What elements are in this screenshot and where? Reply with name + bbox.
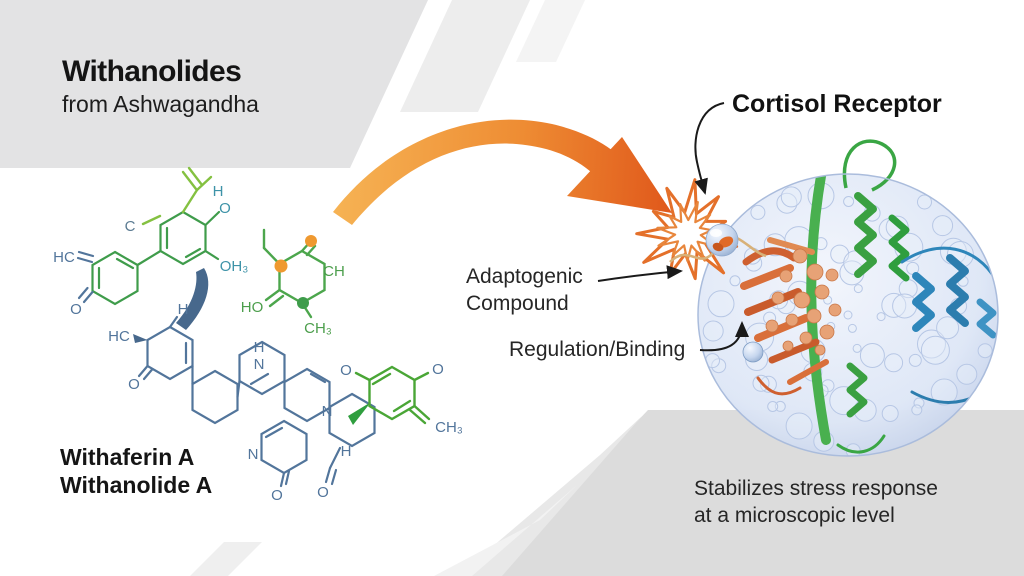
atom-label: O (128, 376, 140, 393)
cortisol-receptor-label: Cortisol Receptor (732, 90, 942, 118)
compound-name-withanolide: Withanolide A (60, 472, 213, 498)
atom-label: C (125, 218, 136, 235)
atom-label: O (271, 487, 283, 504)
top-diagonal-stripe-1 (400, 0, 530, 112)
green-helix-1 (854, 192, 877, 278)
atom-label: O (340, 362, 352, 379)
atom-label: N (248, 446, 259, 463)
blue-connector-loop-1 (900, 246, 998, 282)
regulation-arrow (699, 321, 749, 352)
blue-ring-6 (328, 392, 376, 448)
binding-starburst-inner (656, 201, 717, 262)
adaptogenic-label-line2: Compound (466, 292, 569, 315)
atom-label: CH (323, 263, 345, 280)
stereo-wedge-bond (176, 268, 209, 330)
protein-ribbons (740, 174, 998, 454)
orange-arrow-band (333, 119, 634, 225)
orange-connector-loop (756, 376, 802, 396)
stereo-wedge-hc (133, 334, 148, 343)
compound-blob-1 (718, 236, 734, 248)
green-helix-3 (846, 362, 868, 418)
green-ligand-ring (278, 249, 326, 305)
orange-curved-arrow (333, 119, 672, 225)
top-diagonal-stripe-2 (516, 0, 585, 62)
green-ribbon-sheet (806, 174, 831, 445)
top-left-gray-panel (0, 0, 428, 168)
blue-helix-3 (976, 298, 997, 339)
atom-label: N (322, 403, 333, 420)
adaptogenic-arrow (597, 265, 683, 282)
orange-spacefill-cluster (765, 248, 842, 356)
atom-label: O (432, 361, 444, 378)
cortisol-receptor-sphere (697, 139, 999, 457)
compound-sphere-highlight (710, 229, 722, 237)
caption-line1: Stabilizes stress response (694, 477, 938, 500)
atom-label: HC (108, 328, 130, 345)
atom-label: HC (53, 249, 75, 266)
atom-label: CH₃ (304, 320, 332, 337)
bottom-right-gray-panel (490, 410, 1024, 576)
blue-ring-2 (191, 369, 239, 425)
bottom-left-sliver (190, 542, 262, 576)
compound-blob-2 (712, 242, 724, 252)
orange-helix-bar-5 (787, 359, 829, 385)
atom-label: O (70, 301, 82, 318)
withanolide-molecule-diagram: H O C HC O OH₃ HO CH CH₃ H HC O H N N N … (53, 166, 463, 504)
atom-label: H (341, 443, 352, 460)
atom-label: H (254, 339, 265, 356)
stereo-wedge-green (348, 402, 371, 425)
blue-ring-3 (238, 340, 286, 396)
orange-atom-dot-ring (274, 259, 288, 273)
page-title: Withanolides (62, 55, 242, 88)
orange-coil (742, 247, 798, 266)
cortisol-arrow (694, 102, 725, 195)
blue-helix-1 (912, 272, 935, 332)
page-subtitle: from Ashwagandha (62, 91, 259, 117)
regulation-binding-label: Regulation/Binding (509, 338, 686, 361)
orange-helix-bar-0 (767, 237, 815, 255)
orange-helix-bar-2 (744, 288, 802, 316)
caption-line2: at a microscopic level (694, 504, 895, 527)
ion-sphere (742, 341, 764, 363)
green-atom-dot (297, 297, 309, 309)
annotation-arrows (597, 102, 749, 352)
atom-labels: H O C HC O OH₃ HO CH CH₃ H HC O H N N N … (53, 183, 463, 504)
atom-label: CH₃ (435, 419, 463, 436)
green-helix-2 (888, 214, 910, 282)
green-loop-top (842, 139, 897, 192)
atom-label: H (178, 301, 189, 318)
blue-ring-5 (260, 419, 308, 475)
atom-label: O (219, 200, 231, 217)
atom-label: H (213, 183, 224, 200)
orange-arrow-head (567, 137, 672, 213)
atom-label: OH₃ (220, 258, 249, 275)
blue-ring-4 (283, 367, 331, 423)
green-ring-right (368, 365, 416, 421)
atom-label: HO (241, 299, 264, 316)
atom-label: N (254, 356, 265, 373)
atom-label: O (317, 484, 329, 501)
blue-helix-2 (946, 254, 969, 327)
green-connector-loop (836, 434, 886, 454)
orange-atom-dot-top (305, 235, 317, 247)
compound-name-withaferin: Withaferin A (60, 444, 195, 470)
orange-helix-bar-4 (768, 338, 820, 364)
sphere-rim (697, 173, 999, 457)
adaptogenic-label-line1: Adaptogenic (466, 265, 583, 288)
